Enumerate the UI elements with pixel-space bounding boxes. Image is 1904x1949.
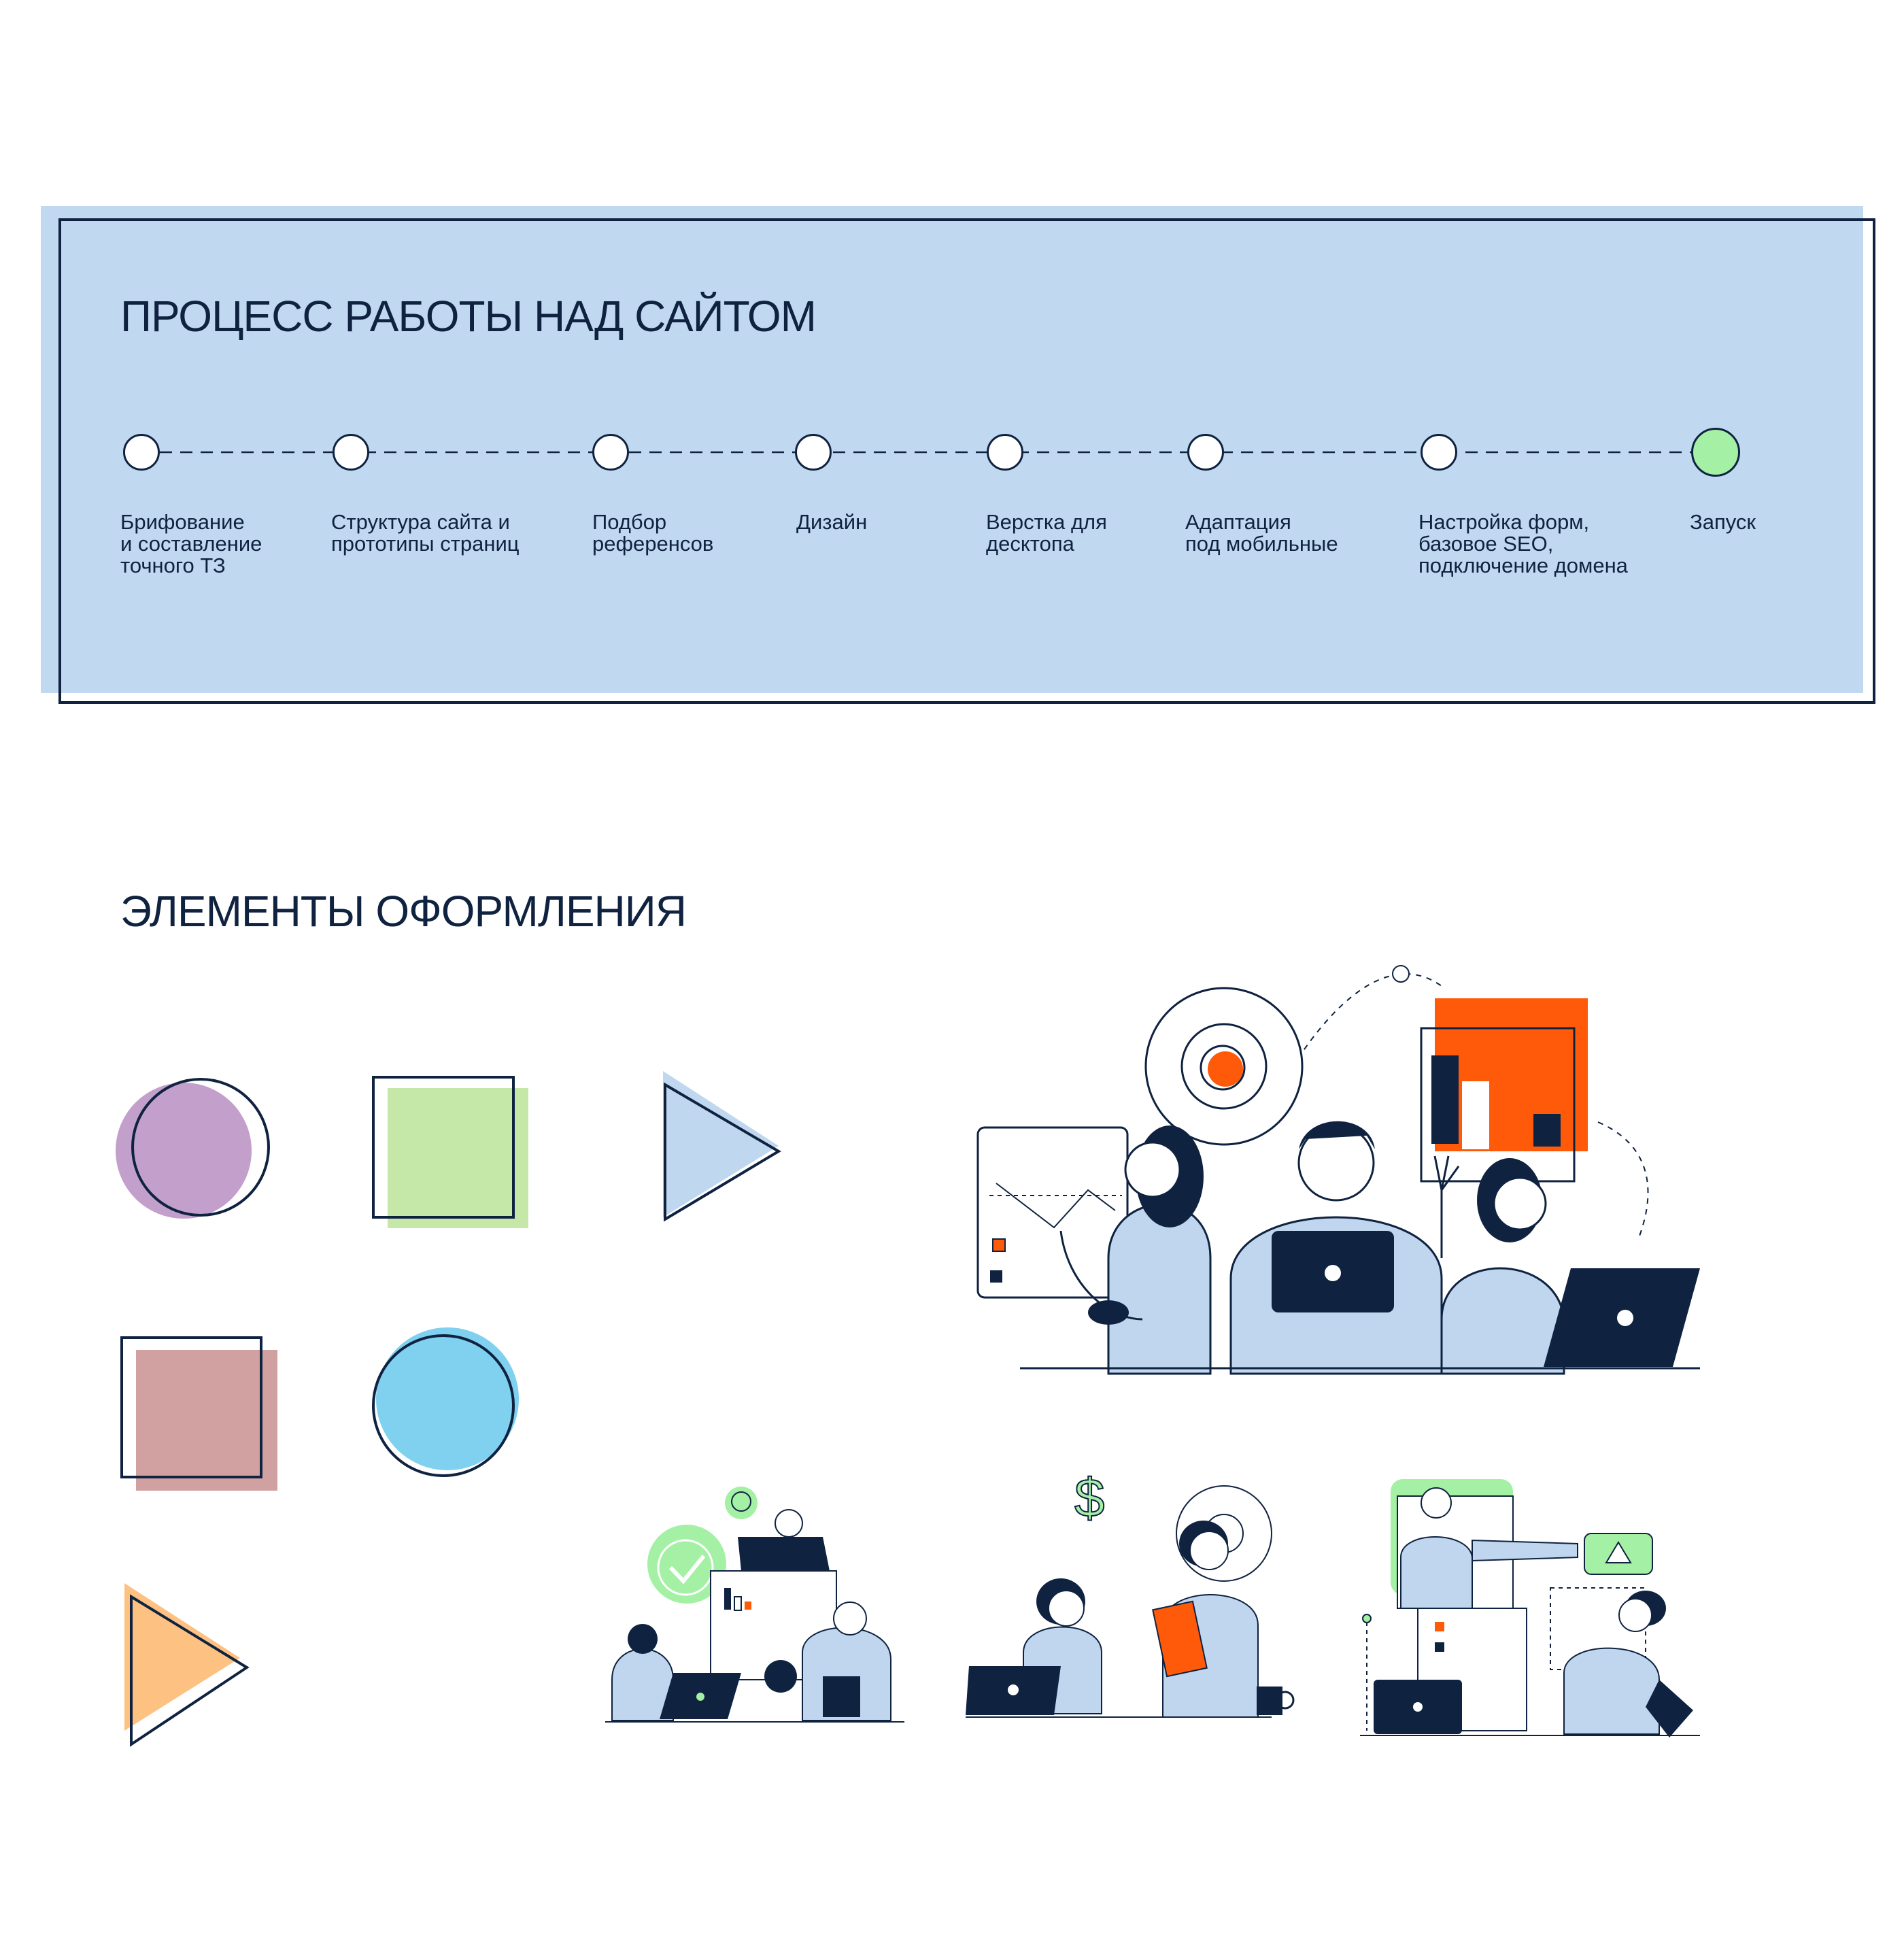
step-node-3 bbox=[592, 434, 629, 471]
laptop-icon bbox=[1374, 1680, 1462, 1734]
step-label-6: Адаптация под мобильные bbox=[1185, 510, 1338, 556]
idea-illustration bbox=[605, 1487, 904, 1723]
laptop-icon bbox=[1544, 1268, 1700, 1367]
elements-title: ЭЛЕМЕНТЫ ОФОРМЛЕНИЯ bbox=[120, 887, 687, 936]
laptop-icon bbox=[1272, 1231, 1394, 1312]
warning-triangle-icon bbox=[1584, 1533, 1653, 1575]
process-title: ПРОЦЕСС РАБОТЫ НАД САЙТОМ bbox=[120, 292, 817, 341]
dollar-icon: $ bbox=[1074, 1467, 1106, 1529]
step-node-7 bbox=[1421, 434, 1457, 471]
step-label-5: Верстка для десктопа bbox=[986, 510, 1107, 556]
step-node-5 bbox=[987, 434, 1023, 471]
step-label-1: Брифование и составление точного ТЗ bbox=[120, 510, 262, 577]
step-label-2: Структура сайта и прототипы страниц bbox=[331, 510, 520, 556]
green-square-shape bbox=[372, 1076, 528, 1228]
finance-illustration: $ bbox=[966, 1467, 1295, 1718]
purple-circle-shape bbox=[116, 1078, 270, 1219]
cyan-circle-shape bbox=[372, 1327, 519, 1477]
bar-chart-icon bbox=[724, 1588, 751, 1611]
step-label-4: Дизайн bbox=[796, 510, 868, 534]
step-label-7: Настройка форм, базовое SEO, подключение… bbox=[1418, 510, 1628, 577]
step-node-8-launch bbox=[1691, 428, 1740, 477]
process-panel-frame bbox=[58, 218, 1875, 704]
checkmark-icon bbox=[647, 1525, 726, 1604]
team-illustration bbox=[976, 965, 1700, 1375]
step-label-3: Подбор референсов bbox=[592, 510, 714, 556]
step-node-1 bbox=[123, 434, 160, 471]
gear-icon bbox=[1144, 987, 1304, 1146]
bar-chart-icon bbox=[1420, 998, 1588, 1183]
step-node-2 bbox=[333, 434, 369, 471]
step-node-4 bbox=[795, 434, 832, 471]
step-label-8: Запуск bbox=[1690, 510, 1756, 534]
laptop-icon bbox=[660, 1673, 741, 1719]
step-node-6 bbox=[1187, 434, 1224, 471]
blue-triangle-shape bbox=[663, 1071, 781, 1222]
orange-triangle-shape bbox=[124, 1583, 250, 1747]
lightbulb-icon bbox=[725, 1487, 758, 1519]
svg-text:$: $ bbox=[1074, 1468, 1105, 1528]
rose-square-shape bbox=[120, 1336, 277, 1491]
presentation-illustration bbox=[1360, 1479, 1700, 1738]
coffee-mug-icon bbox=[1257, 1687, 1295, 1715]
laptop-icon bbox=[966, 1666, 1061, 1715]
